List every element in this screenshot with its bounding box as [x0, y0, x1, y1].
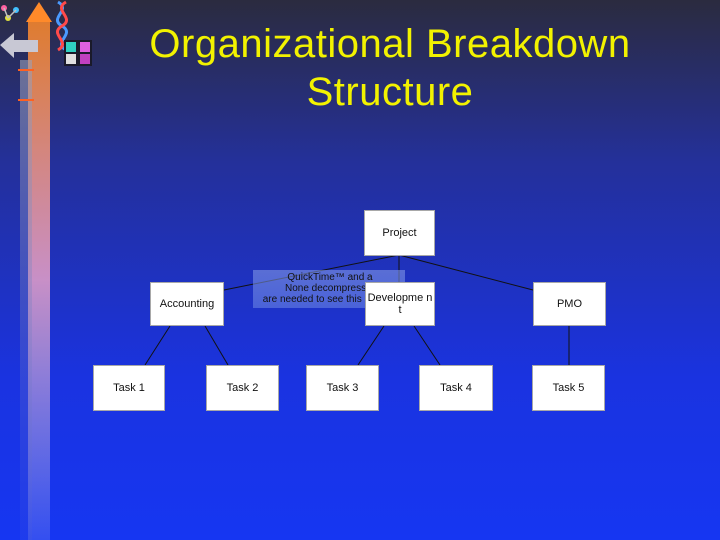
connector-accounting-task1 [144, 325, 171, 366]
quicktime-notice: QuickTime™ and a None decompressor are n… [255, 272, 405, 305]
node-task3: Task 3 [306, 365, 379, 411]
connector-accounting-task2 [204, 325, 229, 366]
node-accounting: Accounting [150, 282, 224, 326]
slide-title-line1: Organizational Breakdown [149, 22, 631, 66]
node-development: Developme nt [365, 282, 435, 326]
node-label: Task 2 [226, 382, 259, 394]
network-puzzle-icon [64, 40, 92, 66]
node-task4: Task 4 [419, 365, 493, 411]
node-label: Project [382, 227, 417, 239]
slide-title-line2: Structure [306, 70, 474, 114]
connector-development-task3 [357, 325, 385, 366]
connector-project-pmo [398, 254, 534, 291]
node-label: Task 3 [326, 382, 359, 394]
node-label: PMO [556, 298, 583, 310]
node-pmo: PMO [533, 282, 606, 326]
quicktime-line2: None decompressor [284, 283, 376, 294]
node-task5: Task 5 [532, 365, 605, 411]
node-label: Accounting [159, 298, 215, 310]
node-project: Project [364, 210, 435, 256]
dna-helix-icon [55, 0, 69, 52]
connector-development-task4 [413, 325, 441, 366]
node-task1: Task 1 [93, 365, 165, 411]
node-label: Task 4 [440, 382, 472, 394]
node-task2: Task 2 [206, 365, 279, 411]
slide-title: Organizational Breakdown Structure [100, 20, 680, 116]
node-label: Task 1 [113, 382, 145, 394]
node-label: Task 5 [552, 382, 585, 394]
left-arrow-icon [0, 33, 38, 58]
molecule-icon [1, 5, 19, 21]
node-label: Developme nt [367, 292, 433, 316]
decorative-strip [0, 0, 92, 540]
quicktime-line3: are needed to see this picture. [262, 294, 398, 305]
quicktime-line1: QuickTime™ and a [287, 272, 373, 283]
up-arrow-icon [26, 2, 52, 22]
